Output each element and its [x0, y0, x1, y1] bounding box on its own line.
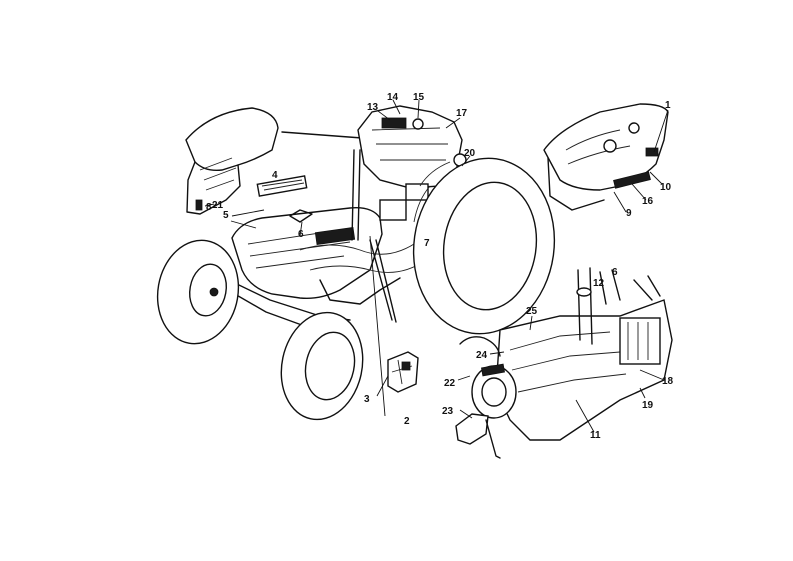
callout-25: 25 — [526, 306, 538, 317]
leader-lines — [204, 99, 669, 433]
callout-20: 20 — [464, 148, 476, 159]
callout-22: 22 — [444, 378, 456, 389]
callout-14: 14 — [387, 92, 399, 103]
callout-5: 5 — [223, 210, 229, 221]
callout-7: 7 — [424, 238, 430, 249]
callout-24: 24 — [476, 350, 488, 361]
callout-16: 16 — [642, 196, 654, 207]
callout-11: 11 — [590, 430, 601, 441]
callout-3: 3 — [364, 394, 370, 405]
callout-9: 9 — [626, 208, 632, 219]
callout-15: 15 — [413, 92, 425, 103]
front-right-wheel — [280, 311, 364, 421]
front-left-wheel — [156, 239, 240, 345]
callout-6b: 6 — [612, 267, 618, 278]
switch-box — [387, 351, 419, 393]
right-fender — [543, 103, 669, 211]
callout-23: 23 — [442, 406, 454, 417]
callout-6: 6 — [298, 229, 304, 240]
callout-18: 18 — [662, 376, 674, 387]
callout-13: 13 — [367, 102, 379, 113]
engine-assembly — [459, 267, 673, 441]
callout-19: 19 — [642, 400, 654, 411]
rear-wheel — [412, 157, 556, 335]
callout-labels: 1 2 3 4 5 6 6 7 8 9 10 11 12 13 14 15 16… — [206, 92, 674, 441]
light-bracket — [455, 413, 501, 459]
callout-1: 1 — [665, 100, 671, 111]
callout-10: 10 — [660, 182, 672, 193]
callout-12: 12 — [593, 278, 605, 289]
engine-wiring — [299, 183, 445, 305]
callout-4: 4 — [272, 170, 278, 181]
callout-8: 8 — [206, 202, 212, 213]
callout-2: 2 — [404, 416, 410, 427]
callout-17: 17 — [456, 108, 468, 119]
callout-21: 21 — [212, 200, 224, 211]
tractor-body — [231, 131, 383, 300]
left-fender — [185, 107, 279, 215]
